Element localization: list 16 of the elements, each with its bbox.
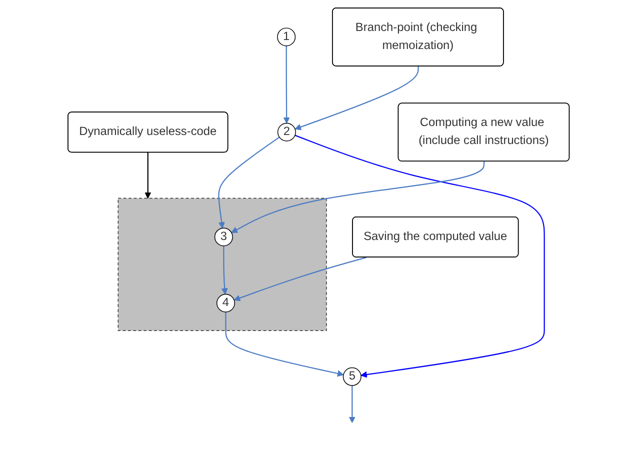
node-circle: 2 (278, 122, 296, 142)
arrow (284, 46, 290, 124)
cluster (118, 198, 328, 331)
arrow (145, 152, 152, 199)
arrow (218, 136, 280, 228)
node-circle: 5 (343, 367, 362, 386)
arrow (232, 161, 486, 233)
node-circle: 1 (278, 28, 296, 46)
arrow (295, 134, 546, 378)
arrow (295, 66, 420, 130)
arrow (222, 246, 228, 295)
node-circle: 3 (214, 228, 234, 246)
arrow (234, 256, 367, 302)
node-circle: 4 (216, 294, 236, 312)
arrow (226, 312, 344, 377)
arrow (349, 386, 356, 424)
